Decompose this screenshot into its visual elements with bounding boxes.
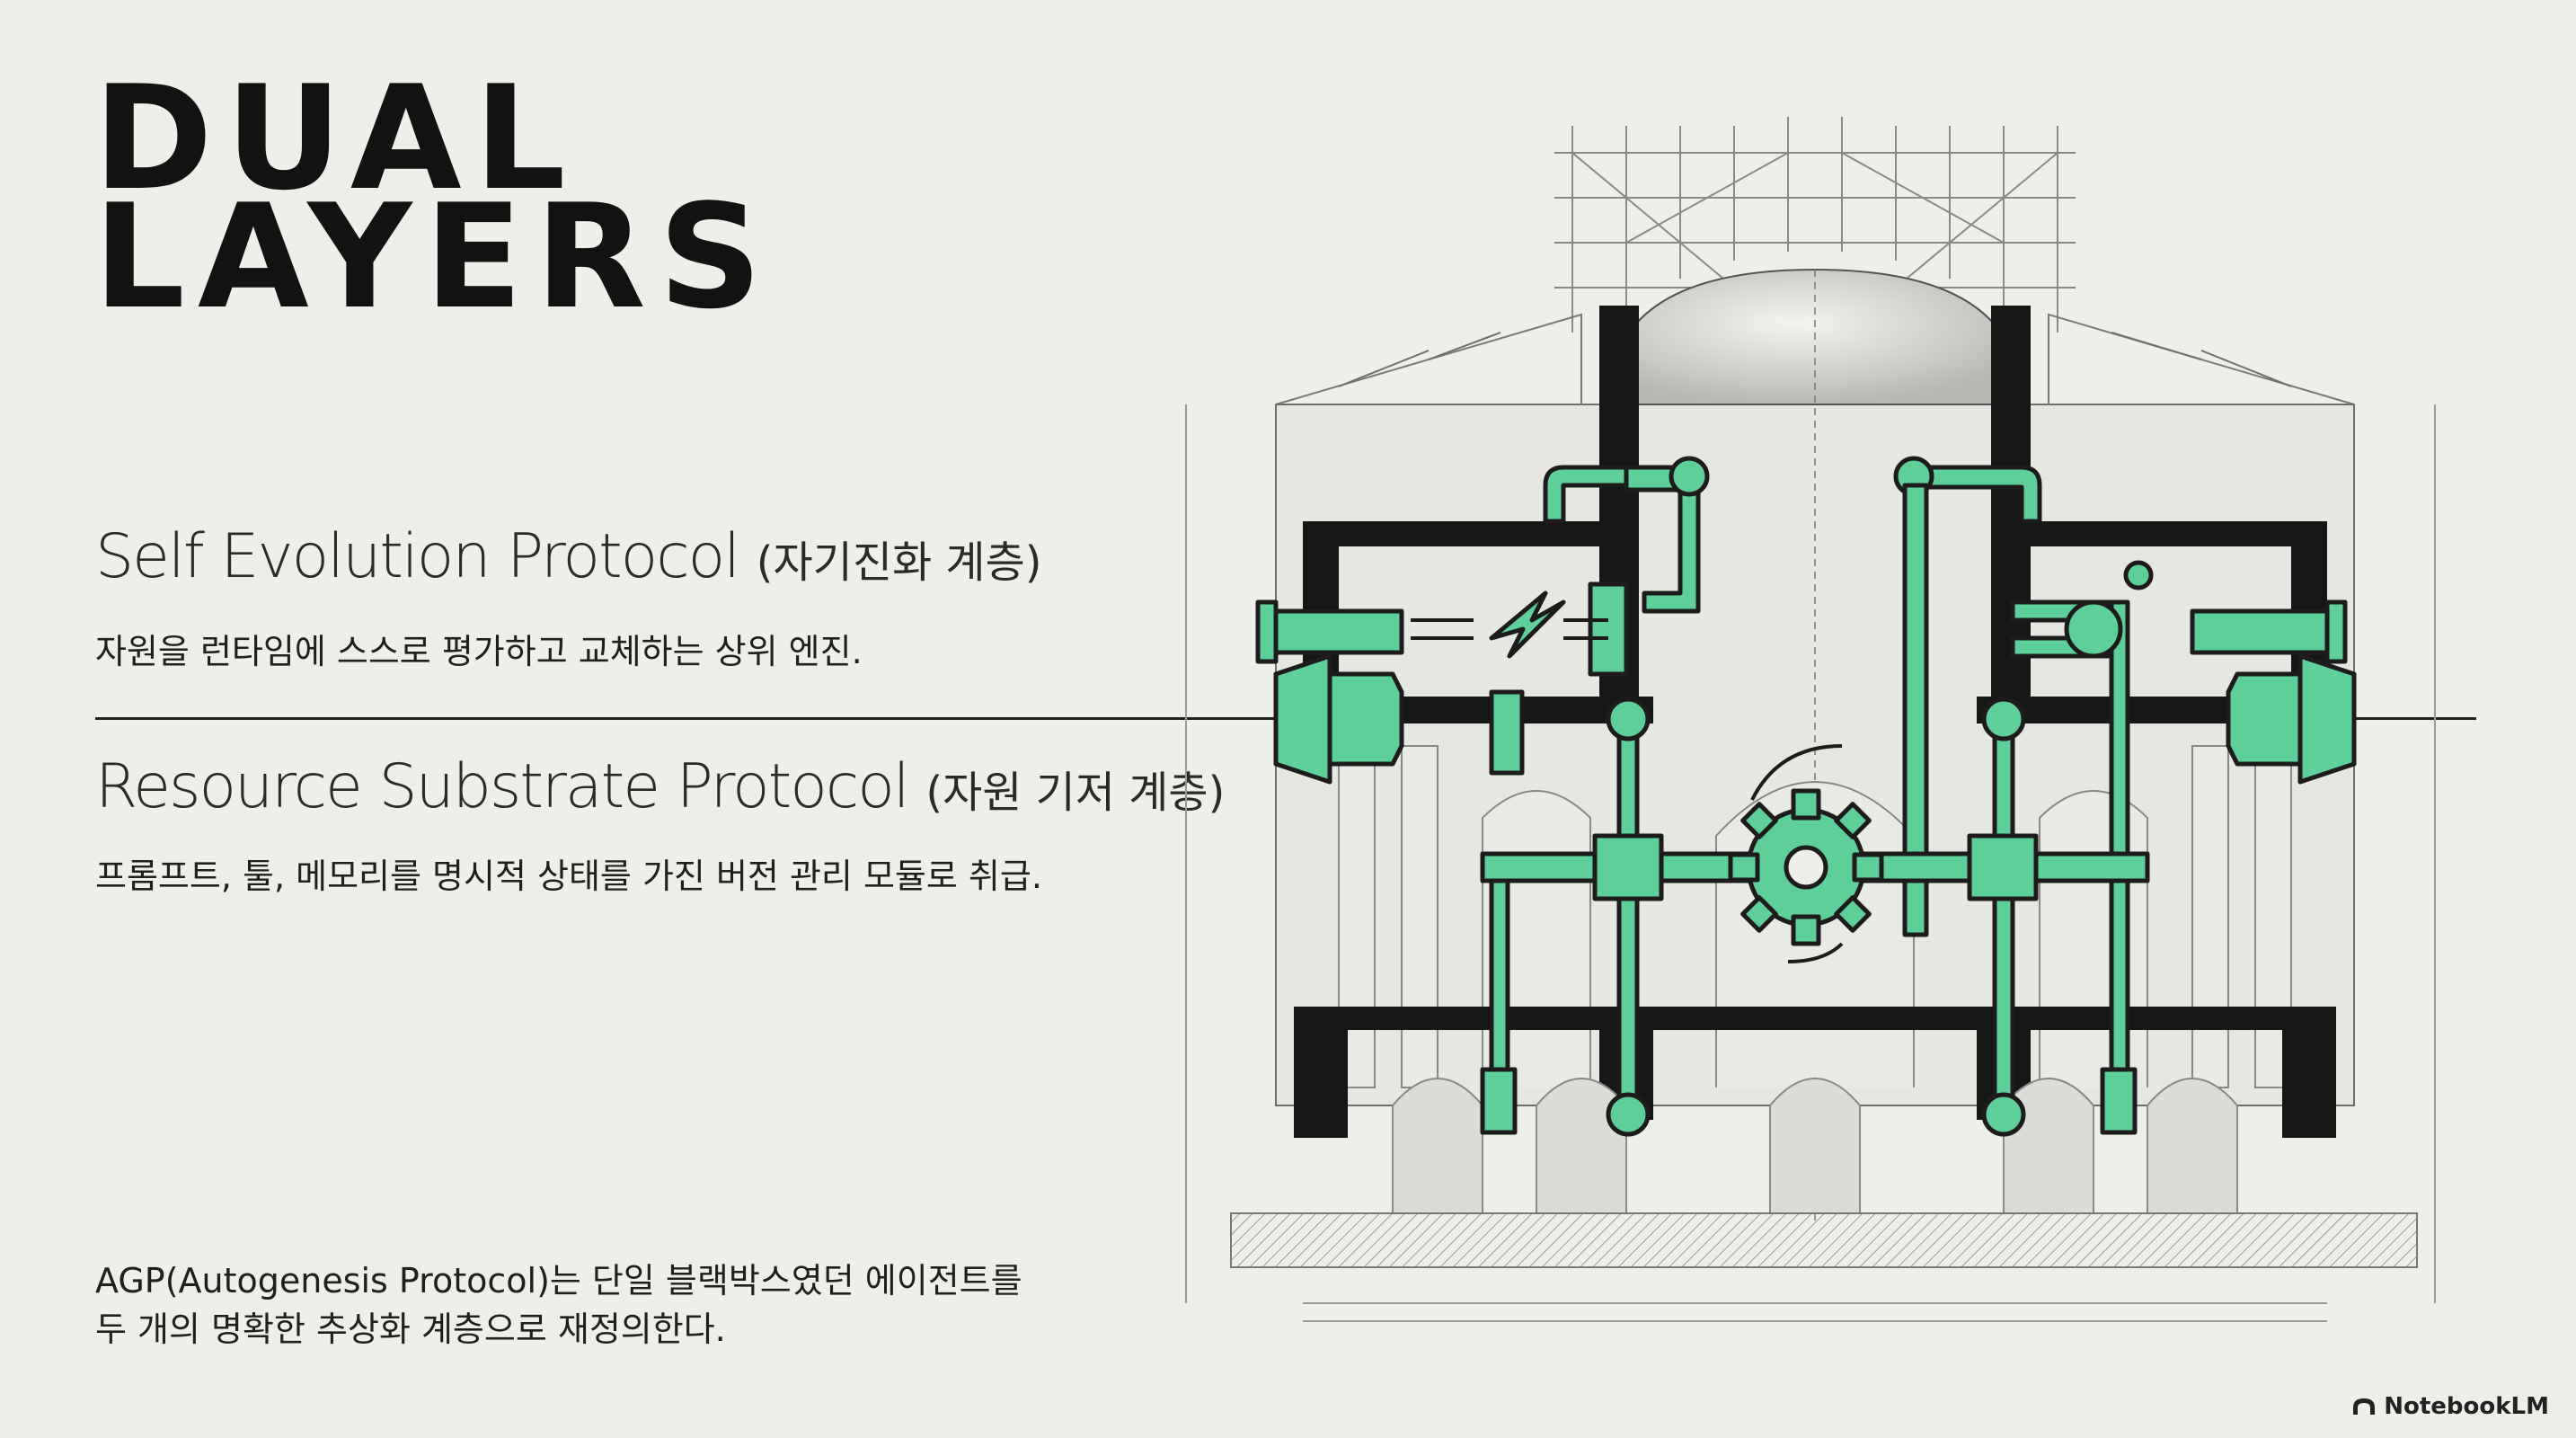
summary-line-1: AGP(Autogenesis Protocol)는 단일 블랙박스였던 에이전… — [95, 1261, 1022, 1300]
layer1-description: 자원을 런타임에 스스로 평가하고 교체하는 상위 엔진. — [95, 632, 863, 671]
layer1-title: Self Evolution Protocol (자기진화 계층) — [95, 521, 1041, 592]
summary-text: AGP(Autogenesis Protocol)는 단일 블랙박스였던 에이전… — [95, 1256, 1022, 1354]
layer1-title-ko: (자기진화 계층) — [756, 537, 1042, 588]
summary-line-2: 두 개의 명확한 추상화 계층으로 재정의한다. — [95, 1309, 726, 1349]
notebooklm-logo-icon — [2353, 1398, 2376, 1415]
notebooklm-brand: NotebookLM — [2351, 1393, 2549, 1420]
slide-title: DUAL LAYERS — [93, 54, 775, 341]
title-line-1: DUAL — [93, 54, 579, 222]
layer2-title: Resource Substrate Protocol (자원 기저 계층) — [95, 751, 1225, 822]
brand-label: NotebookLM — [2384, 1393, 2549, 1420]
title-line-2: LAYERS — [93, 173, 775, 341]
layer2-title-ko: (자원 기저 계층) — [925, 768, 1226, 818]
building-cross-section-illustration — [1185, 117, 2436, 1322]
layer2-title-en: Resource Substrate Protocol — [95, 751, 910, 822]
layer2-description: 프롬프트, 툴, 메모리를 명시적 상태를 가진 버전 관리 모듈로 취급. — [95, 857, 1042, 896]
layer1-title-en: Self Evolution Protocol — [95, 521, 740, 592]
